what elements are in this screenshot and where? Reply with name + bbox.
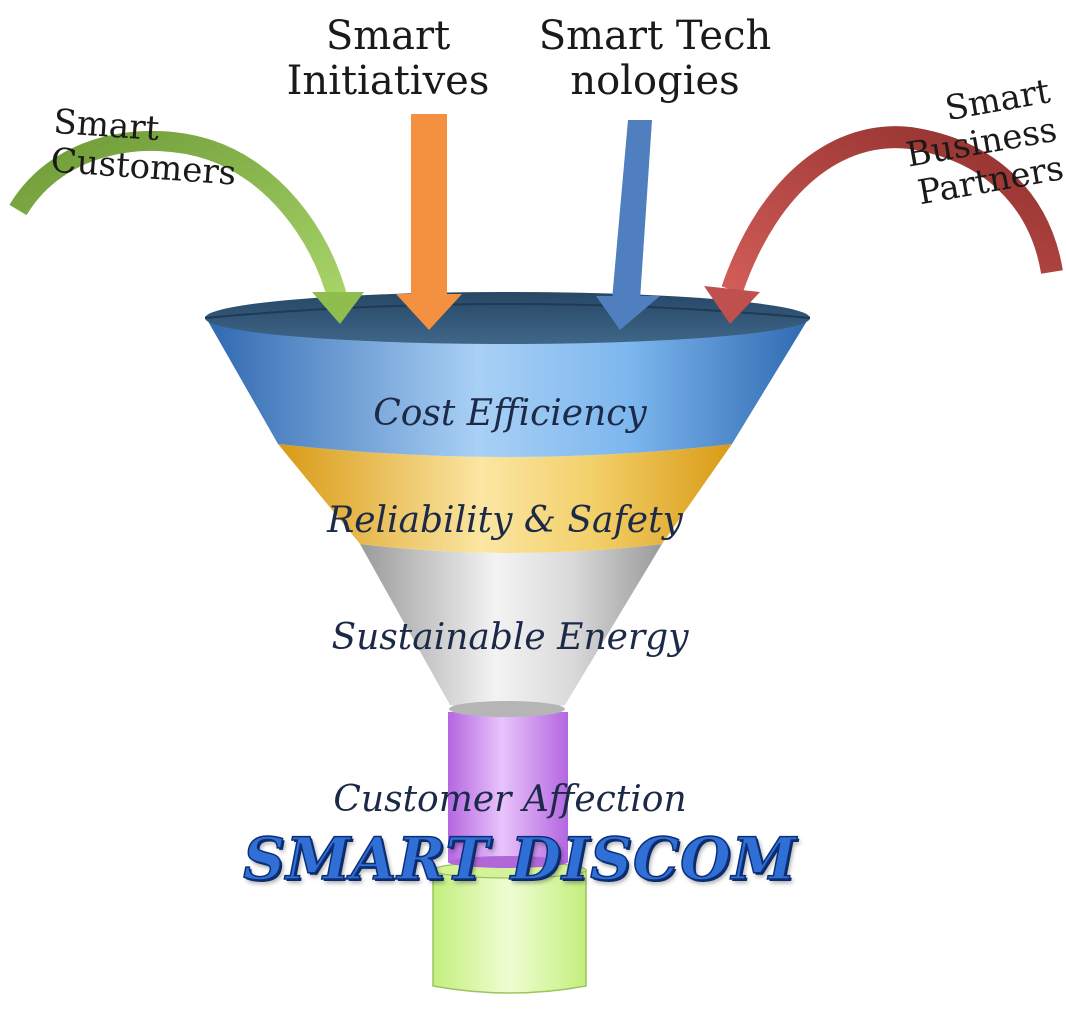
output-title: SMART DISCOM (242, 825, 797, 893)
label-technologies: Smart Technologies (538, 13, 772, 104)
label-initiatives: Smart Initiatives (286, 13, 490, 104)
funnel-layer-gray (360, 544, 662, 711)
funnel-rim (205, 292, 810, 344)
arrow-customers (9, 130, 364, 324)
funnel-layer-blue (205, 316, 810, 457)
arrow-technologies (596, 120, 660, 330)
layer-label-reliability: Reliability & Safety (327, 500, 683, 541)
layer-label-cost: Cost Efficiency (373, 393, 647, 434)
funnel-layer-gold (278, 444, 732, 553)
neck-collar (449, 701, 565, 717)
label-customers: Smart Customers (49, 101, 238, 194)
layer-label-sustainable: Sustainable Energy (331, 617, 689, 658)
funnel-neck (448, 712, 568, 868)
arrow-partners (704, 126, 1063, 324)
layer-label-affection: Customer Affection (333, 779, 687, 820)
arrow-initiatives (396, 114, 462, 330)
